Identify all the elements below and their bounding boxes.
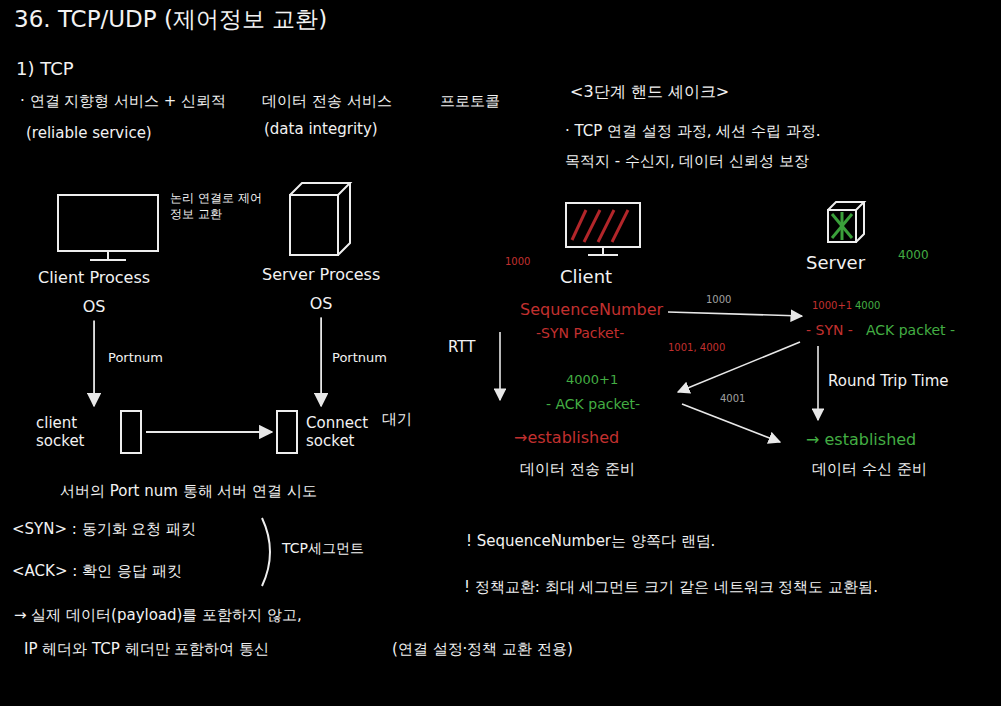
note-label: ! 정책교환: 최대 세그먼트 크기 같은 네트워크 정책도 교환됨. [464, 578, 878, 596]
server-cube [290, 183, 350, 255]
node-subtext: OS [262, 294, 380, 313]
note-label: 논리 연결로 제어정보 교환 [170, 190, 262, 222]
note-label: 1001, 4000 [668, 342, 725, 354]
server-cube-green [828, 202, 864, 242]
node-label-group: client socket [36, 410, 142, 454]
note-label: <ACK> : 확인 응답 패킷 [12, 562, 182, 580]
note-label: 1000+1 [812, 300, 852, 312]
connector-arrow [146, 431, 272, 433]
note-label: · 연결 지향형 서비스 + 신뢰적 [20, 92, 226, 110]
note-label: 1) TCP [16, 58, 74, 80]
socket-rect [276, 410, 298, 454]
note-label: (연결 설정·정책 교환 전용) [392, 640, 573, 658]
node-subtext: 대기 [382, 410, 412, 428]
connector-arrow [320, 317, 322, 406]
node-title: Client Process [38, 268, 150, 287]
node-label-group: Connect socket 대기 [276, 410, 412, 454]
connector-arrow [93, 320, 95, 406]
node-label-group: Server [806, 252, 865, 274]
socket-rect [120, 410, 142, 454]
note-label: 서버의 Port num 통해 서버 연결 시도 [60, 482, 317, 500]
title-text: 36. TCP/UDP (제어정보 교환) [14, 6, 327, 34]
note-label: 4000 [855, 300, 880, 312]
note-label: IP 헤더와 TCP 헤더만 포함하여 통신 [24, 640, 269, 658]
note-label: → 실제 데이터(payload)를 포함하지 않고, [14, 606, 302, 624]
note-label: (data integrity) [264, 120, 378, 138]
node-title: Server [806, 252, 865, 274]
note-label: →established [514, 428, 619, 447]
node-title: Server Process [262, 265, 380, 284]
note-label: RTT [448, 338, 475, 356]
bracket [262, 518, 270, 586]
note-label: 목적지 - 수신지, 데이터 신뢰성 보장 [565, 152, 809, 170]
node-subtext: OS [38, 297, 150, 316]
note-label: ACK packet - [866, 322, 955, 339]
note-label: SequenceNumber [520, 300, 663, 319]
note-label: Portnum [108, 350, 163, 366]
note-label: · TCP 연결 설정 과정, 세션 수립 과정. [565, 122, 820, 140]
note-label: 4000 [898, 248, 929, 262]
client-monitor-red [566, 203, 640, 255]
note-label: <3단계 핸드 셰이크> [570, 82, 729, 101]
node-label-group: Client [560, 266, 612, 288]
note-label: 데이터 전송 준비 [520, 460, 635, 478]
note-label: 1000 [505, 256, 530, 268]
note-label: TCP세그먼트 [282, 540, 364, 557]
note-label: 4000+1 [566, 372, 618, 388]
note-label: - SYN - [806, 322, 853, 339]
node-title: client socket [36, 414, 96, 450]
note-label: 프로토콜 [440, 92, 500, 110]
note-label: -SYN Packet- [536, 325, 624, 342]
handshake-arrows [500, 312, 818, 442]
note-label: Round Trip Time [828, 372, 949, 390]
note-label: - ACK packet- [546, 396, 640, 413]
note-label: 데이터 수신 준비 [812, 460, 927, 478]
note-label: 1000 [706, 294, 731, 306]
note-label: → established [806, 430, 916, 449]
note-label: Portnum [332, 350, 387, 366]
note-label: <SYN> : 동기화 요청 패킷 [12, 520, 196, 538]
node-label-group: Server ProcessOS [262, 265, 380, 313]
node-label-group: Client ProcessOS [38, 268, 150, 316]
node-title: Client [560, 266, 612, 288]
client-monitor [58, 195, 158, 260]
node-title: Connect socket [306, 414, 370, 450]
note-label: 데이터 전송 서비스 [262, 92, 392, 110]
note-label: 4001 [720, 393, 745, 405]
note-label: (reliable service) [26, 124, 152, 142]
note-label: ! SequenceNumber는 양쪽다 랜덤. [466, 532, 715, 550]
